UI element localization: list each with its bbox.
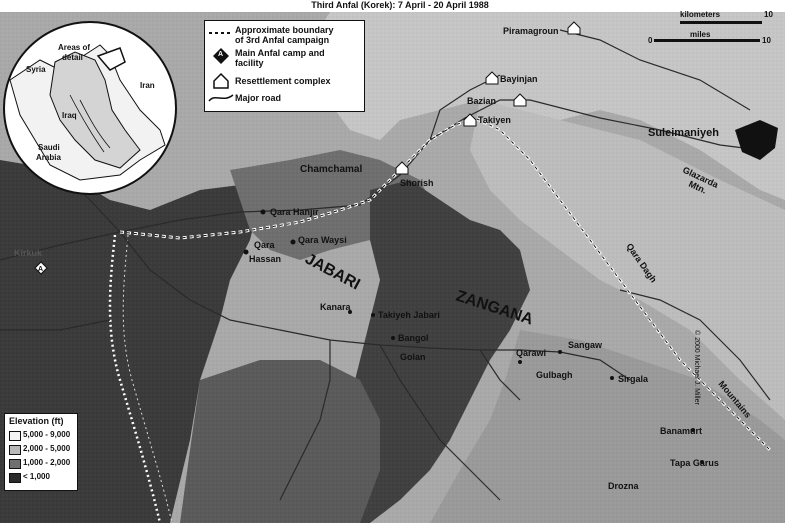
label-kirkuk: Kirkuk [14, 248, 43, 258]
inset-locator-map [3, 21, 177, 195]
label-bayinjan: Bayinjan [500, 74, 538, 84]
camp-legend-symbol: A [218, 51, 224, 58]
resettlement-legend-icon [213, 73, 229, 89]
label-sirgala: Sirgala [618, 374, 649, 384]
kirkuk-camp-marker [34, 261, 48, 275]
major-roads [0, 29, 771, 501]
label-qara-hassan-2: Hassan [249, 254, 281, 264]
legend-resettlement: Resettlement complex [235, 76, 331, 86]
elevation-swatch [9, 445, 21, 455]
label-qara-hassan-1: Qara [254, 240, 276, 250]
scale-bar: kilometers 10 0 miles 10 [644, 8, 773, 48]
legend-camp-line1: Main Anfal camp and [235, 48, 325, 58]
resettlement-complex-icons [395, 21, 581, 175]
scale-km-bar [680, 21, 762, 24]
label-takiyen: Takiyen [478, 115, 511, 125]
elevation-swatch [9, 459, 21, 469]
map-title: Third Anfal (Korek): 7 April - 20 April … [311, 0, 489, 10]
scale-mi-bar [654, 39, 760, 42]
label-piramagroun: Piramagroun [503, 26, 559, 36]
label-kanara: Kanara [320, 302, 352, 312]
copyright-notice: © 2000 Michael J. Miller [693, 330, 700, 405]
scale-mi-label: miles [690, 30, 711, 39]
elevation-label: < 1,000 [23, 472, 50, 481]
road-legend-symbol [208, 94, 234, 102]
label-tapa-garus: Tapa Garus [670, 458, 719, 468]
town-dots [243, 209, 704, 464]
label-drozna: Drozna [608, 481, 639, 491]
inset-iraq: Iraq [62, 111, 77, 120]
label-suleimaniyeh: Suleimaniyeh [648, 127, 719, 139]
label-qara-hanjir: Qara Hanjir [270, 207, 319, 217]
inset-syria: Syria [26, 65, 46, 74]
legend-boundary-line1: Approximate boundary [235, 25, 334, 35]
inset-areas-of-detail-1: Areas of [58, 43, 90, 52]
label-shorish: Shorish [400, 178, 434, 188]
river-west [108, 234, 162, 524]
elevation-label: 5,000 - 9,000 [23, 430, 71, 439]
label-banamurt: Banamurt [660, 426, 702, 436]
label-gulbagh: Gulbagh [536, 370, 573, 380]
label-sangaw: Sangaw [568, 340, 603, 350]
inset-saudi-2: Arabia [36, 153, 61, 162]
elevation-label: 2,000 - 5,000 [23, 444, 71, 453]
scale-zero: 0 [648, 36, 653, 45]
scale-km-max: 10 [764, 10, 773, 19]
legend-camp-line2: facility [235, 58, 264, 68]
river-west-2 [122, 234, 173, 524]
suleimaniyeh-city [735, 120, 778, 160]
label-qarawi: Qarawi [516, 348, 546, 358]
elevation-swatch [9, 431, 21, 441]
legend-boundary-line2: of 3rd Anfal campaign [235, 35, 330, 45]
label-chamchamal: Chamchamal [300, 164, 362, 175]
elevation-legend-title: Elevation (ft) [9, 416, 64, 426]
map-legend: Approximate boundary of 3rd Anfal campai… [204, 20, 365, 112]
elevation-swatch [9, 473, 21, 483]
inset-iran: Iran [140, 81, 155, 90]
legend-road: Major road [235, 93, 282, 103]
boundary-legend-symbol [209, 32, 233, 34]
elevation-label: 1,000 - 2,000 [23, 458, 71, 467]
scale-km-label: kilometers [680, 10, 721, 19]
inset-saudi-1: Saudi [38, 143, 60, 152]
label-bazian: Bazian [467, 96, 496, 106]
camp-legend-icon [213, 48, 229, 64]
label-qara-waysi: Qara Waysi [298, 235, 347, 245]
scale-mi-max: 10 [762, 36, 771, 45]
elevation-legend: Elevation (ft) 5,000 - 9,000 2,000 - 5,0… [4, 413, 78, 491]
inset-areas-of-detail-2: detail [62, 53, 83, 62]
label-takiyeh-jabari: Takiyeh Jabari [378, 310, 440, 320]
kirkuk-camp-symbol: A [38, 266, 43, 273]
label-golan: Golan [400, 352, 426, 362]
label-bangol: Bangol [398, 333, 429, 343]
